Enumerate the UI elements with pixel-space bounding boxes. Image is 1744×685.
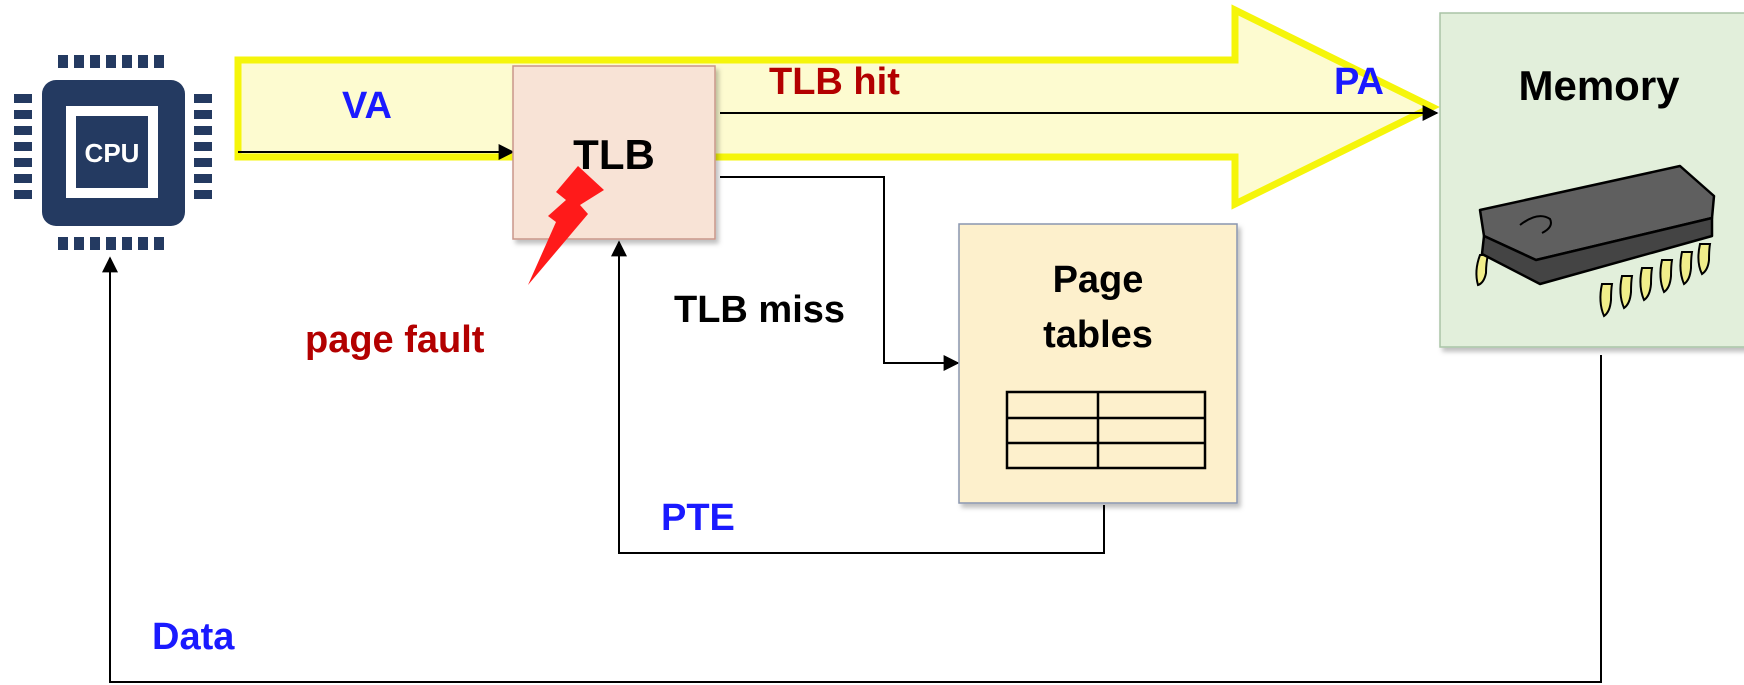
page-tables-label-line2: tables bbox=[1043, 314, 1153, 356]
pte-arrow bbox=[611, 240, 1105, 554]
data-label: Data bbox=[152, 616, 235, 658]
tlb-label: TLB bbox=[573, 131, 655, 178]
tlb-miss-arrow bbox=[720, 176, 960, 371]
pa-label: PA bbox=[1334, 61, 1384, 103]
cpu-chip-icon bbox=[14, 55, 212, 250]
tlb-hit-fat-arrow bbox=[234, 4, 1440, 210]
cpu-label: CPU bbox=[85, 138, 140, 168]
tlb-hit-label: TLB hit bbox=[769, 61, 900, 103]
pte-label: PTE bbox=[661, 497, 735, 539]
memory-chip-icon bbox=[1475, 164, 1716, 318]
lightning-icon bbox=[528, 166, 604, 285]
page-tables-label-line1: Page bbox=[1053, 259, 1144, 301]
page-fault-label: page fault bbox=[305, 319, 485, 361]
va-label: VA bbox=[342, 85, 392, 127]
tlb-box bbox=[512, 65, 716, 240]
table-grid-icon bbox=[1005, 390, 1207, 470]
data-arrow bbox=[102, 256, 1602, 683]
memory-label: Memory bbox=[1518, 62, 1680, 109]
tlb-miss-label: TLB miss bbox=[674, 289, 845, 331]
